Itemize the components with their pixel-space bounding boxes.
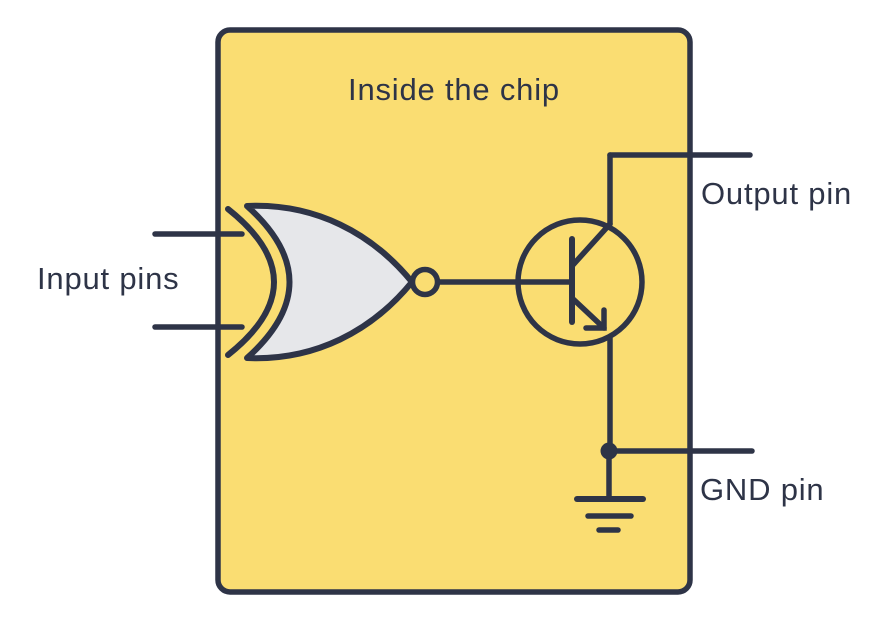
gnd-pin-label: GND pin (700, 472, 824, 507)
xnor-gate-icon (225, 202, 441, 362)
emitter-arrowhead (583, 307, 607, 331)
transistor-circle (515, 217, 645, 347)
output-pin-label: Output pin (701, 176, 852, 211)
transistor-emitter-diagonal (569, 295, 607, 331)
transistor-collector-diagonal (569, 221, 613, 269)
gate-inversion-bubble (409, 266, 441, 298)
gate-body-shape (244, 202, 415, 362)
chip-body (215, 27, 693, 595)
ground-symbol-icon (574, 496, 646, 533)
input-pins-label: Input pins (37, 261, 179, 296)
diagram-title: Inside the chip (348, 72, 560, 107)
gate-input-extra-curve (225, 206, 277, 358)
npn-transistor-icon (515, 217, 645, 347)
